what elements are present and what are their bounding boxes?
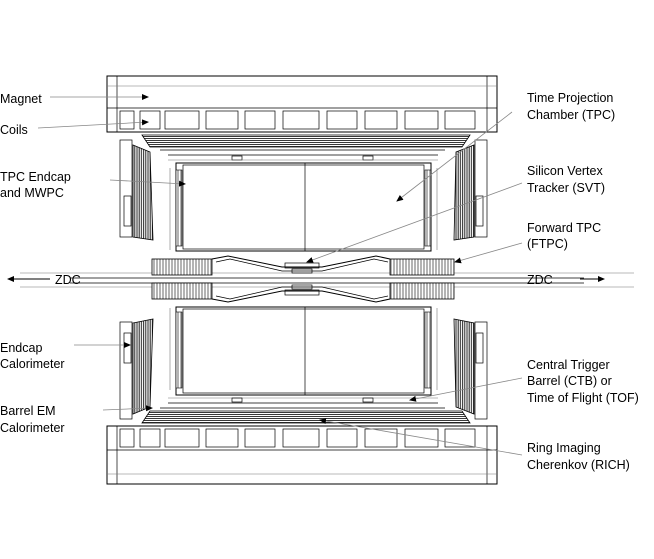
label-ctb-line2: Barrel (CTB) or (527, 374, 612, 388)
tpc-top (169, 162, 438, 252)
label-endcap-cal-line1: Endcap (0, 341, 42, 355)
labels: Magnet Coils TPC Endcap and MWPC ZDC ZDC… (0, 91, 639, 472)
coils-top (119, 110, 476, 130)
label-zdc-left: ZDC (55, 273, 81, 287)
beam-region (20, 255, 634, 303)
leader-lines (6, 94, 605, 456)
label-rich-line2: Cherenkov (RICH) (527, 458, 630, 472)
label-coils: Coils (0, 123, 28, 137)
magnet-yoke-top (106, 75, 498, 133)
label-rich-line1: Ring Imaging (527, 441, 601, 455)
label-svt-line1: Silicon Vertex (527, 164, 603, 178)
label-ctb-line3: Time of Flight (TOF) (527, 391, 639, 405)
label-tpc-endcap-line1: TPC Endcap (0, 170, 71, 184)
label-magnet: Magnet (0, 92, 42, 106)
label-ftpc-line1: Forward TPC (527, 221, 601, 235)
label-zdc-right: ZDC (527, 273, 553, 287)
endcap-calorimeter-top-left (119, 139, 154, 241)
label-ctb-line1: Central Trigger (527, 358, 610, 372)
label-svt-line2: Tracker (SVT) (527, 181, 605, 195)
ftpc-right (389, 258, 455, 300)
label-ftpc-line2: (FTPC) (527, 237, 568, 251)
endcap-calorimeter-bottom-left (119, 318, 154, 420)
svt-cone (211, 255, 391, 303)
barrel-emc-bottom (141, 397, 471, 424)
label-tpc-line1: Time Projection (527, 91, 613, 105)
label-barrel-em-line1: Barrel EM (0, 404, 56, 418)
barrel-emc-top (141, 134, 471, 161)
ftpc-left (151, 258, 213, 300)
label-barrel-em-line2: Calorimeter (0, 421, 65, 435)
label-endcap-cal-line2: Calorimeter (0, 357, 65, 371)
label-tpc-line2: Chamber (TPC) (527, 108, 615, 122)
label-tpc-endcap-line2: and MWPC (0, 186, 64, 200)
tpc-bottom (169, 306, 438, 396)
endcap-calorimeter-top-right (453, 139, 488, 241)
magnet-yoke-bottom (106, 425, 498, 485)
coils-bottom (119, 428, 476, 448)
endcap-calorimeter-bottom-right (453, 318, 488, 420)
